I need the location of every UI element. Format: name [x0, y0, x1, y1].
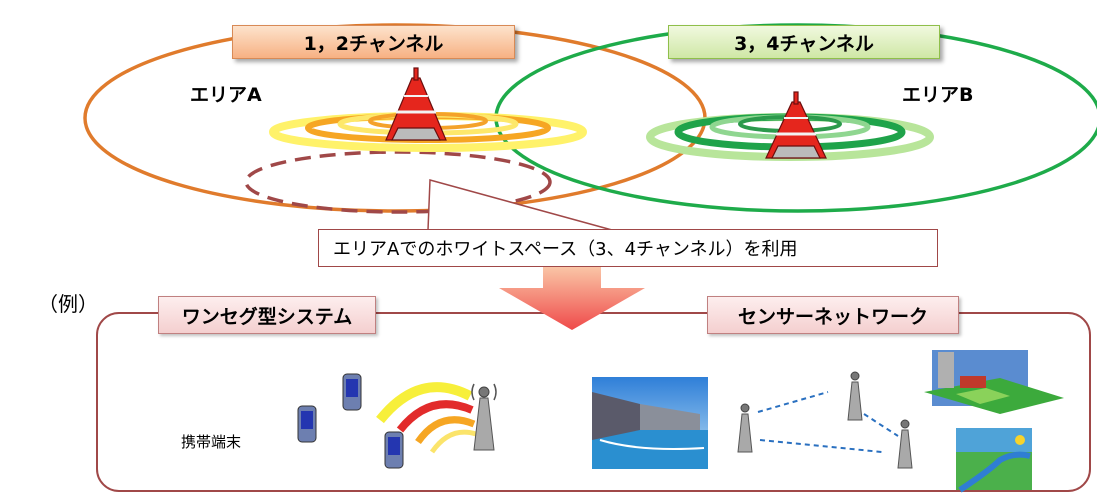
sensor-antenna-3-icon — [897, 419, 913, 469]
callout-pointer — [427, 179, 613, 231]
mobile-device-3-icon — [384, 431, 404, 469]
sensor-antenna-2-icon — [847, 371, 863, 421]
mobile-device-1-icon — [342, 373, 362, 411]
mobile-terminal-label: 携帯端末 — [181, 433, 242, 451]
link-2 — [759, 439, 883, 453]
mobile-device-2-icon — [297, 405, 317, 443]
oneseg-system-label: ワンセグ型システム — [158, 296, 376, 334]
white-space-callout: エリアAでのホワイトスペース（3、4チャンネル）を利用 — [318, 229, 938, 267]
channel-label-1-2: 1，2チャンネル — [232, 25, 515, 59]
area-a-label: エリアA — [190, 84, 262, 106]
sensor-links — [757, 391, 899, 453]
example-label: （例） — [38, 292, 98, 316]
broadcast-tower-a-icon — [385, 67, 447, 141]
sensor-antenna-1-icon — [737, 403, 753, 453]
link-1 — [757, 391, 829, 413]
broadcast-tower-b-icon — [765, 91, 827, 159]
river-image — [956, 428, 1032, 493]
white-space-ellipse — [244, 150, 552, 214]
link-3 — [863, 413, 899, 437]
channel-label-3-4: 3，4チャンネル — [668, 25, 940, 59]
oneseg-waves — [376, 382, 477, 454]
farm-image — [924, 350, 1064, 414]
down-arrow — [499, 260, 645, 330]
sensor-network-label: センサーネットワーク — [707, 296, 959, 334]
area-b-label: エリアB — [902, 84, 974, 106]
oneseg-antenna-icon — [471, 383, 497, 451]
dam-image — [592, 377, 708, 469]
